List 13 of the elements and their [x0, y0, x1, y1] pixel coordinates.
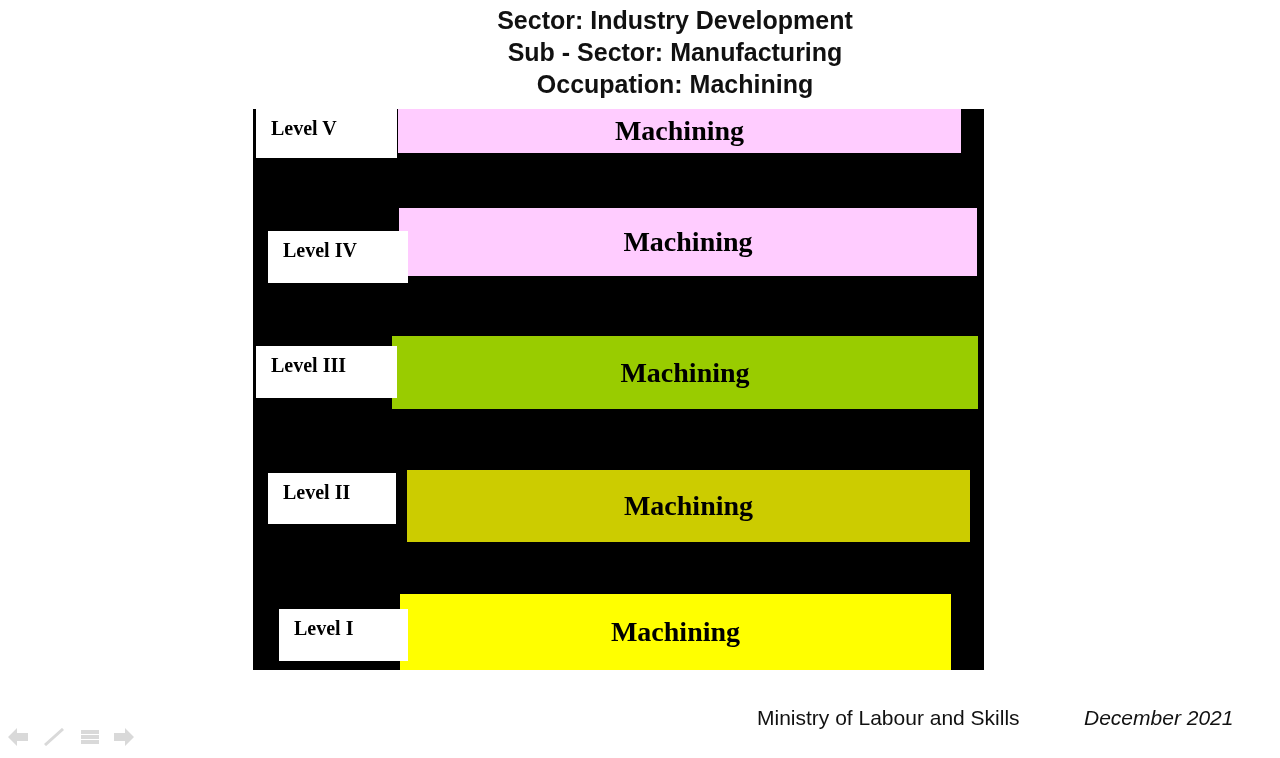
level-bar: Machining — [398, 109, 961, 153]
level-bar: Machining — [392, 336, 978, 409]
level-label: Level I — [279, 609, 408, 661]
date-text: December 2021 — [1084, 706, 1234, 730]
level-bar: Machining — [407, 470, 970, 542]
footer-text: Ministry of Labour and Skills — [757, 706, 1020, 730]
level-label: Level III — [256, 346, 397, 398]
slide-title: Sector: Industry Development Sub - Sector: Manufacturing Occupation: Machining — [496, 5, 854, 100]
level-bar: Machining — [400, 594, 951, 670]
level-label: Level IV — [268, 231, 408, 283]
level-label: Level II — [268, 473, 396, 524]
level-bar: Machining — [399, 208, 977, 276]
level-label: Level V — [256, 109, 397, 158]
